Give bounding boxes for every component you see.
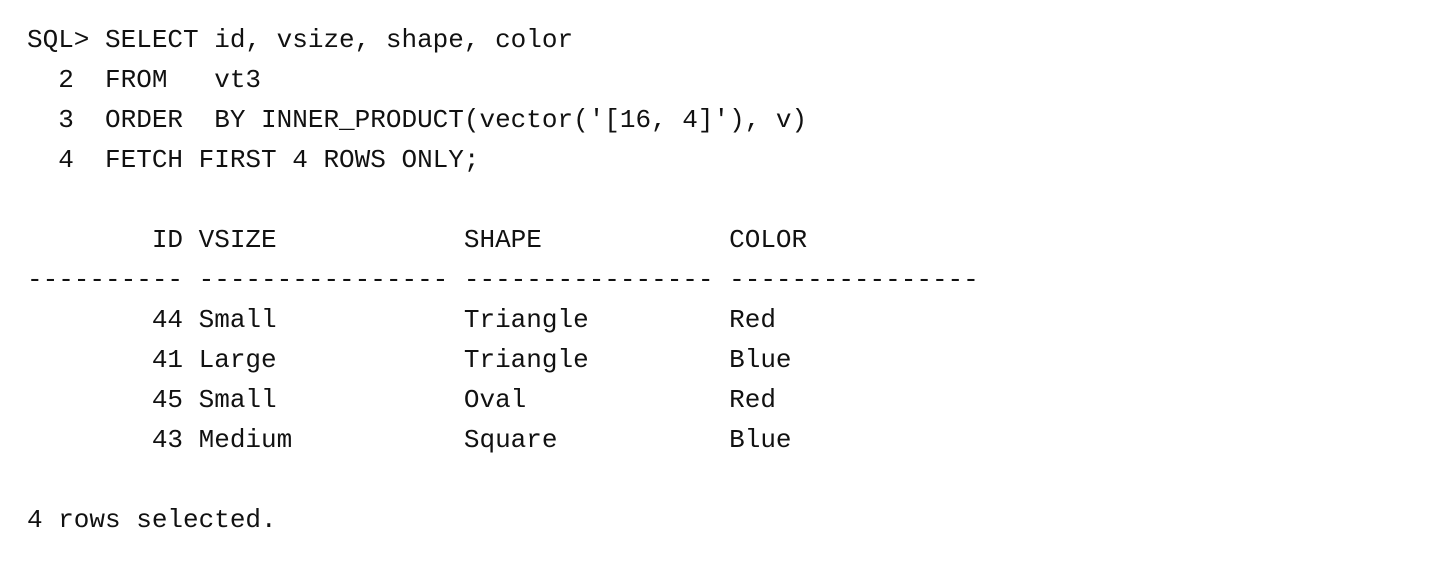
blank-line: [27, 460, 979, 500]
table-row: 45 Small Oval Red: [27, 385, 776, 415]
rows-selected-footer: 4 rows selected.: [27, 505, 277, 535]
result-separator: ---------- ---------------- ------------…: [27, 265, 979, 295]
query-line-1: SQL> SELECT id, vsize, shape, color: [27, 25, 574, 55]
sql-terminal-output: SQL> SELECT id, vsize, shape, color 2 FR…: [27, 20, 979, 540]
table-row: 44 Small Triangle Red: [27, 305, 776, 335]
table-row: 41 Large Triangle Blue: [27, 345, 792, 375]
table-row: 43 Medium Square Blue: [27, 425, 792, 455]
query-line-4: 4 FETCH FIRST 4 ROWS ONLY;: [27, 145, 480, 175]
query-line-2: 2 FROM vt3: [27, 65, 262, 95]
blank-line: [27, 180, 979, 220]
result-header: ID VSIZE SHAPE COLOR: [27, 225, 808, 255]
query-line-3: 3 ORDER BY INNER_PRODUCT(vector('[16, 4]…: [27, 105, 808, 135]
